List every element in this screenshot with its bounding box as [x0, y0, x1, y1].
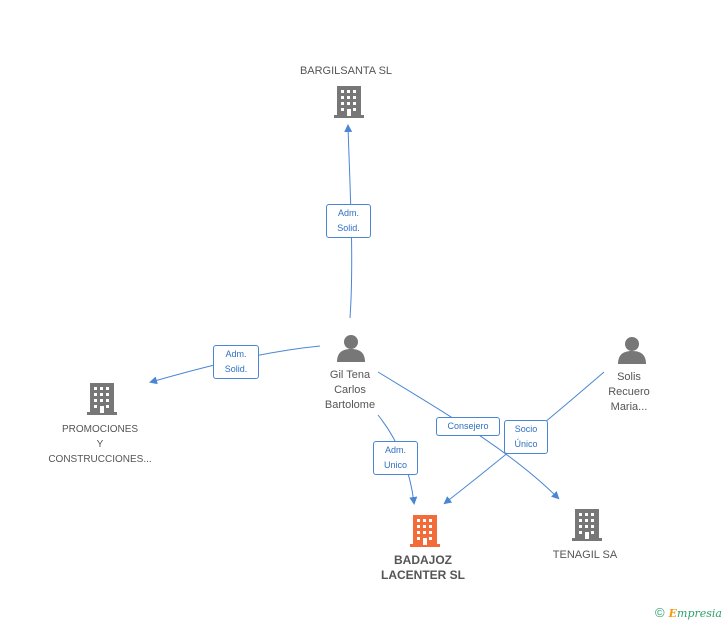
- building-icon-bargilsanta[interactable]: [334, 86, 364, 118]
- copyright-symbol: ©: [655, 605, 665, 620]
- brand-logo: Empresia: [668, 607, 722, 620]
- node-label-promociones[interactable]: PROMOCIONES Y CONSTRUCCIONES...: [48, 424, 152, 465]
- edge-label-adm-solid-bargilsanta: Adm. Solid.: [326, 204, 371, 238]
- node-label-badajoz[interactable]: BADAJOZ LACENTER SL: [381, 553, 465, 582]
- node-label-solis[interactable]: Solis Recuero Maria...: [608, 371, 650, 413]
- building-icon-badajoz[interactable]: [410, 515, 440, 547]
- building-icon-promociones[interactable]: [87, 383, 117, 415]
- node-label-gil-tena[interactable]: Gil Tena Carlos Bartolome: [324, 369, 376, 411]
- edge-label-adm-solid-promociones: Adm. Solid.: [213, 345, 259, 379]
- edge-label-socio-unico: Socio Único: [504, 420, 548, 454]
- node-label-tenagil[interactable]: TENAGIL SA: [552, 549, 618, 561]
- person-icon-solis[interactable]: [618, 337, 646, 364]
- edge-label-adm-unico: Adm. Unico: [373, 441, 418, 475]
- node-label-bargilsanta[interactable]: BARGILSANTA SL: [299, 65, 393, 77]
- person-icon-gil-tena[interactable]: [337, 335, 365, 362]
- footer-brand: ©Empresia: [655, 605, 722, 620]
- edge-label-consejero: Consejero: [436, 417, 500, 436]
- building-icon-tenagil[interactable]: [572, 509, 602, 541]
